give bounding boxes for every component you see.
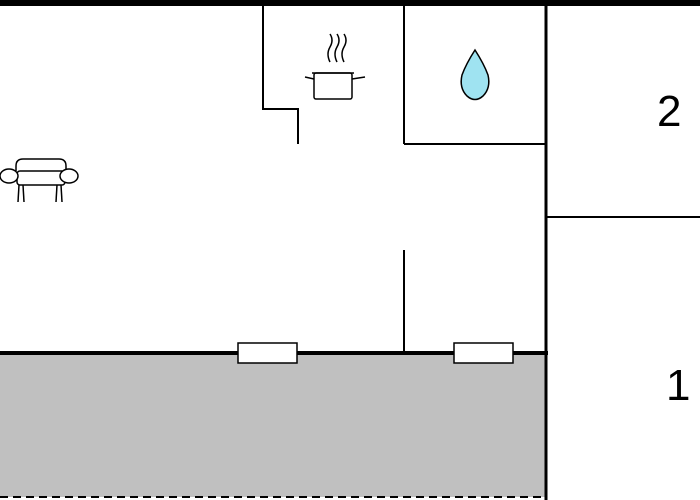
sofa-icon bbox=[0, 158, 79, 203]
room-number-2: 2 bbox=[657, 87, 682, 136]
window bbox=[237, 342, 298, 364]
window bbox=[453, 342, 514, 364]
water-drop-icon bbox=[460, 48, 490, 101]
kitchen-wall bbox=[262, 3, 299, 144]
cooking-pot-icon bbox=[304, 33, 366, 100]
terrace-area bbox=[0, 353, 546, 497]
room-number-1: 1 bbox=[666, 361, 691, 410]
